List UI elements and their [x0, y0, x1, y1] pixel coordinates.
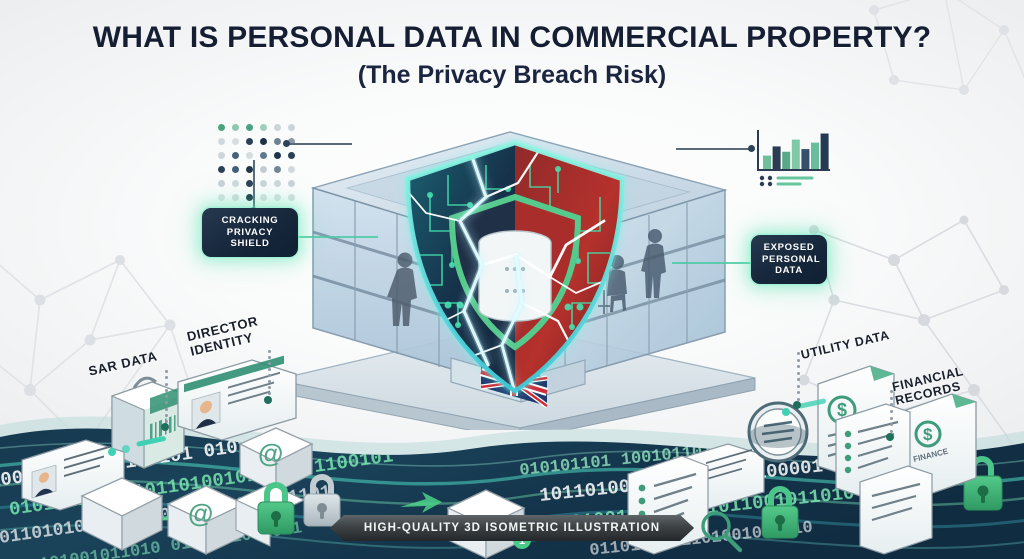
chart-bar — [763, 155, 771, 170]
connector-dotmatrix-vertical — [253, 160, 255, 212]
connector-cracking-badge — [298, 236, 378, 238]
broken-shield-icon — [403, 138, 627, 397]
chart-bar — [801, 149, 810, 170]
database-cylinder-icon — [478, 230, 552, 322]
chart-bar — [791, 139, 800, 170]
footer-ribbon-text: HIGH-QUALITY 3D ISOMETRIC ILLUSTRATION — [363, 522, 661, 534]
dotline-finance — [890, 390, 893, 433]
person-silhouette-standing — [387, 252, 417, 326]
connector-dot-matrix-node — [283, 140, 290, 147]
svg-text:0101101001011010: 0101101001011010 — [758, 404, 903, 446]
chart-bar — [782, 151, 791, 170]
dotline-utility — [797, 352, 800, 401]
dotline-director — [268, 350, 271, 395]
connector-chart-node — [748, 145, 755, 152]
callout-exposed-personal-data[interactable]: EXPOSED PERSONAL DATA — [751, 235, 827, 284]
callout-cracking-privacy-shield[interactable]: CRACKING PRIVACY SHIELD — [202, 208, 298, 257]
chart-bar — [820, 133, 829, 170]
label-utility-data: UTILITY DATA — [799, 327, 891, 363]
connector-chart-horizontal — [676, 148, 752, 150]
header-block: WHAT IS PERSONAL DATA IN COMMERCIAL PROP… — [0, 22, 1024, 88]
chart-bar — [811, 142, 819, 170]
enddot-director — [264, 396, 272, 404]
enddot-finance — [886, 433, 894, 441]
connector-dotmatrix-horizontal — [286, 143, 352, 145]
connector-exposed-badge — [672, 262, 752, 264]
enddot-utility — [793, 401, 801, 409]
bar-chart-icon — [757, 130, 830, 187]
page-title: WHAT IS PERSONAL DATA IN COMMERCIAL PROP… — [92, 21, 932, 54]
crack-glow — [456, 144, 526, 390]
callout-label: CRACKING PRIVACY SHIELD — [221, 215, 279, 250]
dotline-sar — [165, 370, 168, 423]
dot-matrix-icon — [218, 124, 302, 208]
enddot-sar — [161, 423, 169, 431]
footer-ribbon-banner: HIGH-QUALITY 3D ISOMETRIC ILLUSTRATION — [330, 515, 694, 541]
label-sar-data: SAR DATA — [87, 348, 159, 379]
label-director-identity: DIRECTOR IDENTITY — [185, 313, 260, 359]
callout-label: EXPOSED PERSONAL DATA — [762, 242, 821, 277]
chart-legend — [759, 175, 773, 187]
page-subtitle: (The Privacy Breach Risk) — [357, 60, 667, 89]
chart-bar — [772, 146, 781, 170]
